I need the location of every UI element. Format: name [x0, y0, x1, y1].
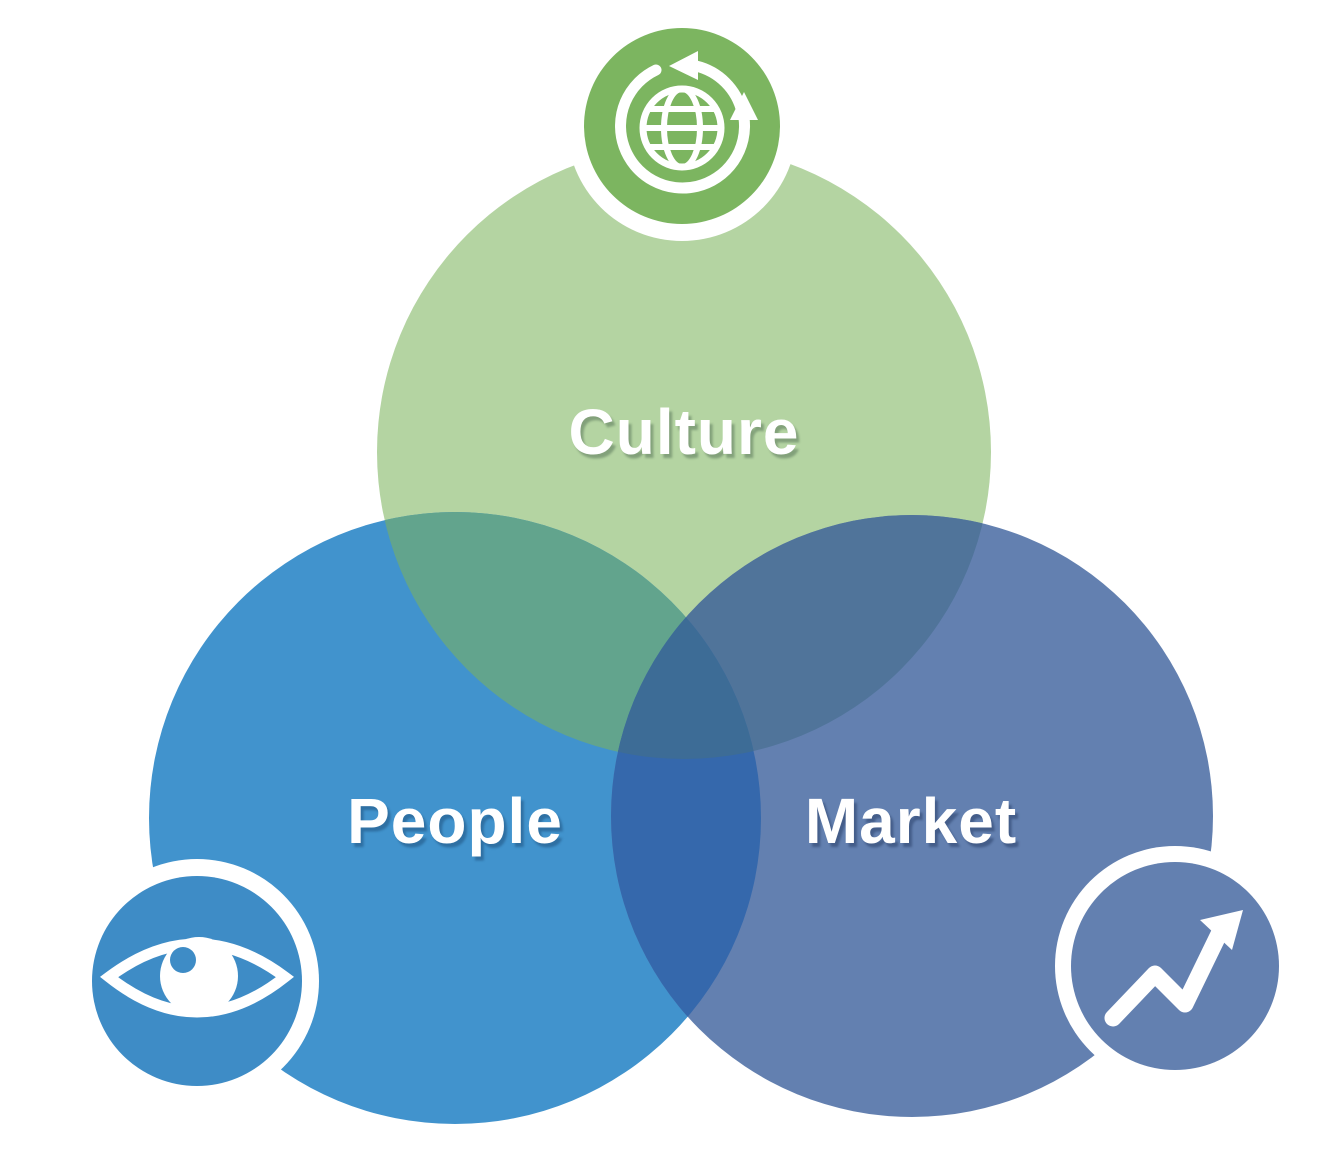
overlap-culture-people [377, 512, 761, 759]
market-badge-circle [1071, 862, 1279, 1070]
overlap-culture-market [611, 515, 991, 759]
market-badge [1055, 846, 1295, 1086]
people-badge [75, 859, 319, 1103]
set-label-culture: Culture [568, 396, 800, 468]
set-label-people: People [347, 785, 563, 857]
set-label-market: Market [804, 785, 1018, 857]
eye-icon [99, 937, 295, 1018]
culture-badge [567, 11, 797, 241]
trend-up-icon [1104, 910, 1243, 1027]
globe-cycle-icon [615, 51, 758, 194]
